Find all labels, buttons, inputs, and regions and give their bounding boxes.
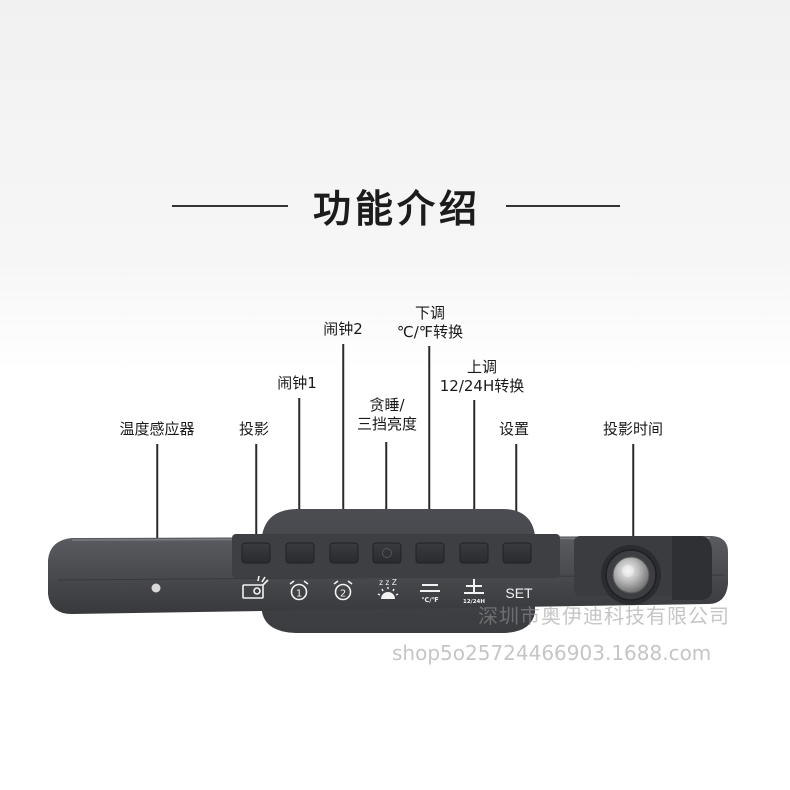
leader-alarm-2 <box>342 344 344 544</box>
alarm-1-icon <box>289 580 309 601</box>
label-projection: 投影 <box>238 420 270 438</box>
background-panel <box>0 0 790 370</box>
leader-set <box>515 444 517 544</box>
projection-time-knob[interactable] <box>601 545 661 605</box>
leader-snooze <box>385 442 387 544</box>
brightness-icon <box>377 587 399 599</box>
section-title: 功能介绍 <box>0 178 790 231</box>
set-mark: SET <box>505 585 533 601</box>
leader-temperature-sensor <box>156 444 158 588</box>
label-temperature-sensor: 温度感应器 <box>119 420 195 438</box>
leader-projection <box>255 444 257 544</box>
button-set[interactable] <box>502 542 532 564</box>
title-rule-right <box>506 205 620 207</box>
label-projection-time: 投影时间 <box>602 420 664 438</box>
label-snooze-brightness: 贪睡/三挡亮度 <box>356 396 418 433</box>
snooze-zz-mark: z z Z <box>379 578 397 587</box>
button-snooze[interactable] <box>372 542 402 564</box>
12-24h-mark: 12/24H <box>463 599 485 605</box>
button-alarm-2[interactable] <box>329 542 359 564</box>
label-alarm-2: 闹钟2 <box>323 320 363 338</box>
button-alarm-1[interactable] <box>285 542 315 564</box>
celsius-fahrenheit-mark: ℃/℉ <box>421 596 438 604</box>
leader-projection-time <box>632 444 634 578</box>
page-title: 功能介绍 <box>312 187 481 231</box>
alarm-1-mark: 1 <box>296 589 302 600</box>
leader-alarm-1 <box>298 398 300 544</box>
button-down[interactable] <box>415 542 445 564</box>
button-up[interactable] <box>459 542 489 564</box>
leader-up-adjust <box>473 400 475 544</box>
alarm-2-mark: 2 <box>340 589 346 600</box>
minus-icon <box>420 584 440 592</box>
projector-icon <box>242 575 269 599</box>
label-set: 设置 <box>498 420 530 438</box>
label-alarm-1: 闹钟1 <box>277 374 317 392</box>
watermark-company: 深圳市奥伊迪科技有限公司 <box>478 604 730 628</box>
alarm-2-icon <box>333 580 353 601</box>
label-down-adjust: 下调℃/℉转换 <box>396 304 464 341</box>
title-rule-left <box>172 205 288 207</box>
leader-down-adjust <box>428 346 430 544</box>
plus-icon <box>464 579 484 594</box>
watermark-url: shop5o25724466903.1688.com <box>392 641 712 665</box>
button-projection[interactable] <box>241 542 271 564</box>
temperature-sensor-dot <box>151 583 161 593</box>
